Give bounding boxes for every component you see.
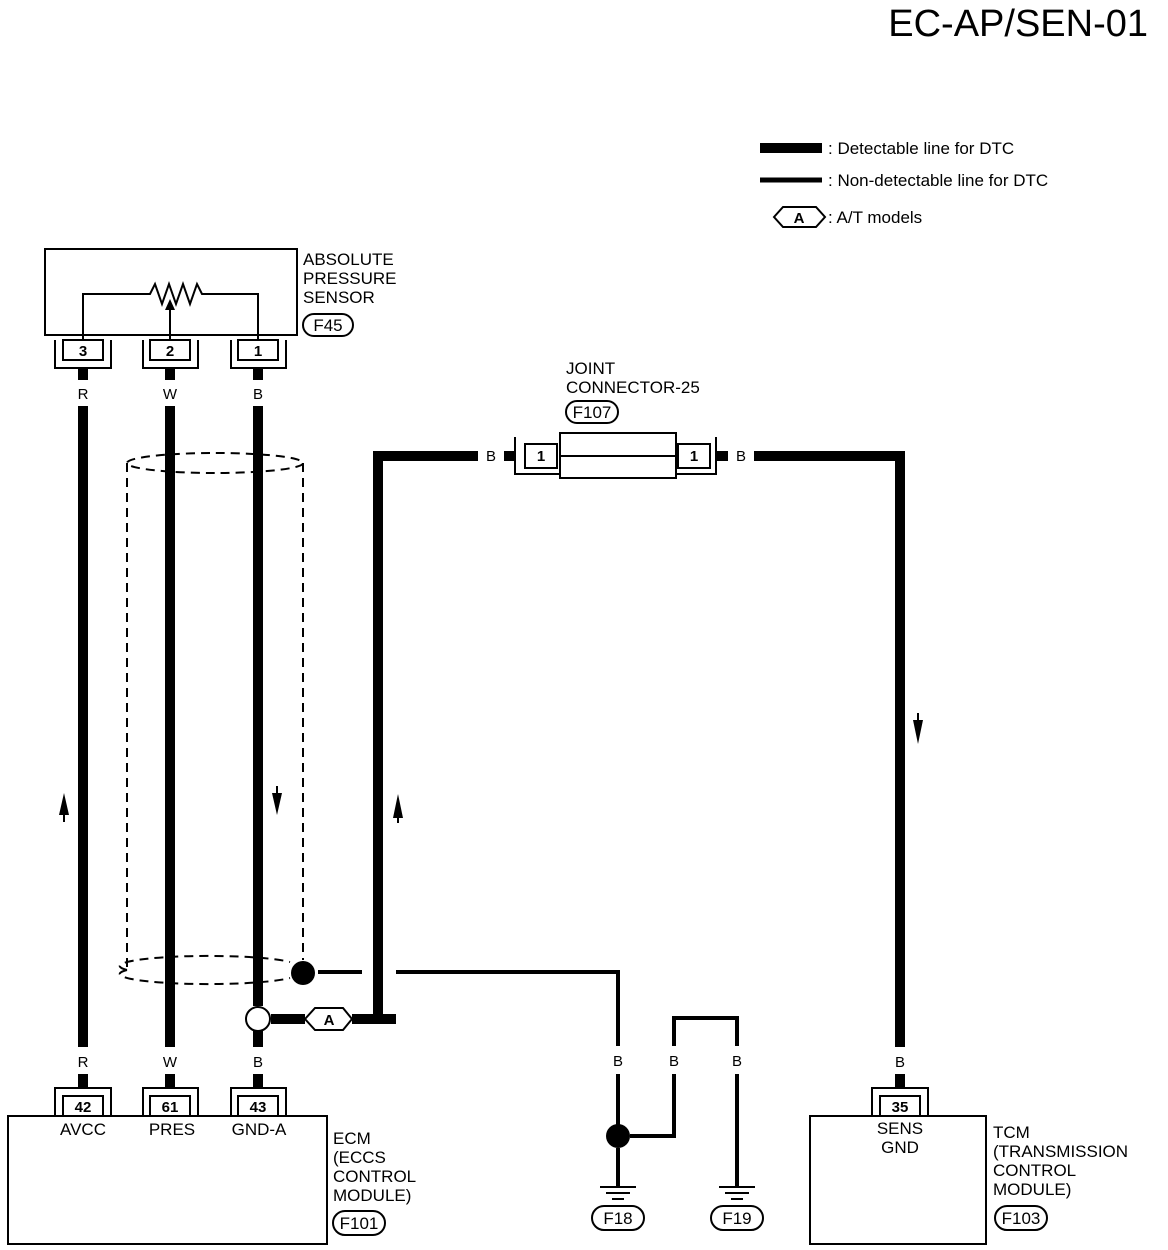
sensor-pin-1-box bbox=[237, 339, 279, 361]
tcm-name-line-4: MODULE) bbox=[993, 1180, 1071, 1199]
sensor-name-line-1: ABSOLUTE bbox=[303, 250, 394, 269]
tcm-name-line-1: TCM bbox=[993, 1123, 1030, 1142]
ecm-box bbox=[7, 1115, 328, 1245]
sensor-connector-badge bbox=[302, 313, 354, 337]
ground-f19-badge bbox=[710, 1205, 764, 1231]
sensor-pin-3: 3 bbox=[79, 343, 87, 360]
ground-branches: B B B F18 F19 bbox=[591, 1016, 764, 1231]
ecm-pin-43: 43 bbox=[250, 1099, 267, 1116]
sensor-name-line-2: PRESSURE bbox=[303, 269, 397, 288]
ecm-connector-badge bbox=[332, 1210, 386, 1236]
wire-color-gnd-3: B bbox=[732, 1053, 742, 1070]
joint-connector-id: F107 bbox=[573, 403, 612, 422]
joint-connector-25: B 1 1 B JOINT CONNECTOR-25 F107 B bbox=[373, 359, 923, 1088]
shield-bottom-front bbox=[118, 969, 291, 986]
ecm-connector-id: F101 bbox=[340, 1214, 379, 1233]
wire-color-w-bottom: W bbox=[163, 1054, 178, 1071]
ecm-name-line-2: (ECCS bbox=[333, 1148, 386, 1167]
joint-name-line-2: CONNECTOR-25 bbox=[566, 378, 700, 397]
arrow-down-icon-2 bbox=[913, 720, 923, 744]
joint-right-pin-box bbox=[677, 443, 711, 469]
ecm-terminal-gnd-a: GND-A bbox=[232, 1120, 287, 1139]
ecm-pin-42: 42 bbox=[75, 1099, 92, 1116]
wire-b-to-tcm bbox=[754, 451, 905, 1047]
model-tag-shape bbox=[772, 206, 827, 228]
sensor-ecm-wires: R W B R W B bbox=[59, 368, 282, 1088]
ecm-module: 42 61 43 AVCC PRES GND-A ECM (ECCS CONTR… bbox=[7, 1087, 416, 1245]
tcm-terminal-line-1: SENS bbox=[877, 1119, 923, 1138]
wire-color-tcm: B bbox=[895, 1054, 905, 1071]
arrow-down-icon bbox=[272, 793, 282, 815]
tcm-box bbox=[809, 1115, 987, 1245]
splice-open-circle bbox=[245, 1006, 271, 1032]
wire-color-joint-right: B bbox=[736, 448, 746, 465]
arrow-up-icon bbox=[59, 793, 69, 815]
ground-f19-id: F19 bbox=[722, 1209, 751, 1228]
joint-name-line-1: JOINT bbox=[566, 359, 615, 378]
drain-line-2 bbox=[396, 970, 620, 1046]
ecm-pin-61: 61 bbox=[162, 1099, 179, 1116]
ecm-name-line-1: ECM bbox=[333, 1129, 371, 1148]
ecm-name-line-4: MODULE) bbox=[333, 1186, 411, 1205]
absolute-pressure-sensor: ABSOLUTE PRESSURE SENSOR F45 3 2 1 bbox=[44, 248, 397, 369]
legend-model-text: : A/T models bbox=[828, 208, 922, 227]
sensor-pin-1: 1 bbox=[254, 343, 262, 360]
wire-color-b-top: B bbox=[253, 386, 263, 403]
tcm-module: 35 SENS GND TCM (TRANSMISSION CONTROL MO… bbox=[809, 1087, 1128, 1245]
joint-pin-left: 1 bbox=[537, 448, 545, 465]
wire-color-w-top: W bbox=[163, 386, 178, 403]
ground-f18-id: F18 bbox=[603, 1209, 632, 1228]
tcm-name-line-3: CONTROL bbox=[993, 1161, 1076, 1180]
tcm-terminal-line-2: GND bbox=[881, 1138, 919, 1157]
joint-pin-right: 1 bbox=[690, 448, 698, 465]
gnd-a-splice: A bbox=[245, 1006, 383, 1032]
gnd-loop-top bbox=[672, 1016, 739, 1046]
shield-top-ellipse bbox=[126, 452, 304, 474]
ecm-terminal-pres: PRES bbox=[149, 1120, 195, 1139]
shield-cylinder bbox=[118, 452, 304, 986]
shield-bottom-back bbox=[118, 954, 291, 971]
ground-f18-badge bbox=[591, 1205, 645, 1231]
page-title: EC-AP/SEN-01 bbox=[888, 3, 1148, 45]
legend-non-detectable-text: : Non-detectable line for DTC bbox=[828, 171, 1048, 190]
sensor-name-line-3: SENSOR bbox=[303, 288, 375, 307]
joint-connector-badge bbox=[565, 400, 619, 424]
wire-color-b-bottom: B bbox=[253, 1054, 263, 1071]
ground-junction-dot bbox=[606, 1124, 630, 1148]
wire-color-gnd-2: B bbox=[669, 1053, 679, 1070]
legend-model-tag: A bbox=[794, 210, 805, 227]
tcm-connector-badge bbox=[994, 1205, 1048, 1231]
potentiometer-symbol bbox=[82, 280, 259, 340]
wire-b-to-joint bbox=[373, 451, 478, 1024]
model-tag-a-label: A bbox=[324, 1012, 335, 1029]
sensor-pin-3-box bbox=[62, 339, 104, 361]
wire-color-gnd-1: B bbox=[613, 1053, 623, 1070]
wire-color-r-bottom: R bbox=[78, 1054, 89, 1071]
arrow-up-icon-2 bbox=[393, 794, 403, 818]
tcm-connector-id: F103 bbox=[1002, 1209, 1041, 1228]
ecm-terminal-avcc: AVCC bbox=[60, 1120, 106, 1139]
shield-junction-dot bbox=[291, 961, 315, 985]
ecm-name-line-3: CONTROL bbox=[333, 1167, 416, 1186]
legend-detectable-text: : Detectable line for DTC bbox=[828, 139, 1014, 158]
tcm-name-line-2: (TRANSMISSION bbox=[993, 1142, 1128, 1161]
sensor-connector-id: F45 bbox=[313, 316, 342, 335]
wire-color-joint-left: B bbox=[486, 448, 496, 465]
gnd-2-lower bbox=[630, 1074, 676, 1138]
legend: : Detectable line for DTC : Non-detectab… bbox=[760, 139, 1048, 228]
sensor-pin-2-box bbox=[149, 339, 191, 361]
sensor-pin-2: 2 bbox=[166, 343, 174, 360]
tcm-pin-35: 35 bbox=[892, 1099, 909, 1116]
wiper-arrow-icon bbox=[165, 299, 175, 310]
wire-color-r-top: R bbox=[78, 386, 89, 403]
joint-left-pin-box bbox=[524, 443, 558, 469]
shield-drain bbox=[291, 961, 620, 1046]
